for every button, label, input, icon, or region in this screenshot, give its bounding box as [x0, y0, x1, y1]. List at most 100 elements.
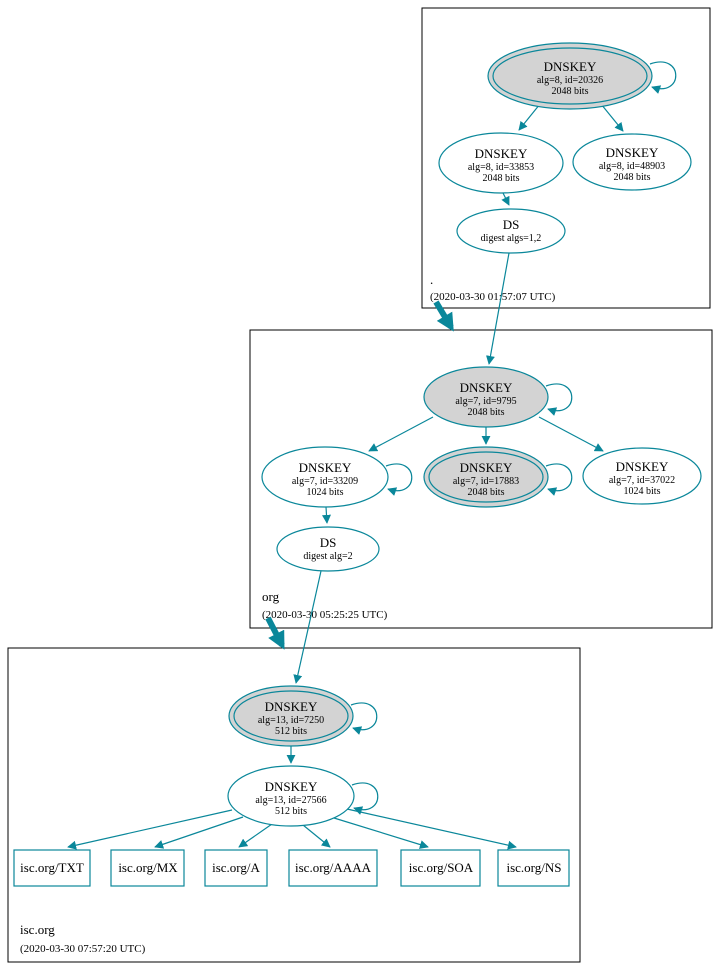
- dnskey-17883-title: DNSKEY: [460, 460, 513, 475]
- edge-27566-ns: [346, 808, 517, 850]
- edge-17883-selfloop: [545, 463, 573, 496]
- dnskey-9795-ellipse: [423, 366, 549, 428]
- node-ds-root[interactable]: DS digest algs=1,2: [456, 208, 566, 254]
- edge-27566-mx: [154, 816, 244, 849]
- rrset-soa-box: [400, 849, 481, 887]
- node-rrset-isc-org-ns[interactable]: isc.org/NS: [497, 849, 570, 887]
- dnskey-20326-inner-ring: [492, 47, 648, 105]
- rrset-aaaa-box: [288, 849, 378, 887]
- dnskey-33853-detail: alg=8, id=33853: [468, 162, 534, 173]
- dnskey-9795-bits: 2048 bits: [468, 407, 505, 418]
- edge-9795-37022: [538, 416, 604, 452]
- dnskey-48903-detail: alg=8, id=48903: [599, 161, 665, 172]
- dnskey-20326-title: DNSKEY: [544, 59, 597, 74]
- rrset-aaaa-label: isc.org/AAAA: [295, 860, 372, 875]
- ds-org-detail: digest alg=2: [303, 551, 352, 562]
- node-dnskey-7250[interactable]: DNSKEY alg=13, id=7250 512 bits: [228, 685, 354, 747]
- zone-name-isc-org: isc.org: [20, 922, 55, 937]
- dnskey-33209-bits: 1024 bits: [307, 487, 344, 498]
- node-dnskey-37022[interactable]: DNSKEY alg=7, id=37022 1024 bits: [582, 447, 702, 505]
- node-dnskey-9795[interactable]: DNSKEY alg=7, id=9795 2048 bits: [423, 366, 549, 428]
- dnskey-27566-ellipse: [227, 765, 355, 827]
- edge-27566-a: [238, 823, 273, 848]
- dnskey-37022-ellipse: [582, 447, 702, 505]
- dnskey-27566-bits: 512 bits: [275, 806, 307, 817]
- edge-7250-selfloop: [350, 702, 378, 735]
- rrset-mx-label: isc.org/MX: [118, 860, 178, 875]
- dnskey-33853-title: DNSKEY: [475, 146, 528, 161]
- edge-33209-ds: [322, 506, 331, 524]
- edge-33853-ds: [501, 192, 510, 206]
- node-rrset-isc-org-soa[interactable]: isc.org/SOA: [400, 849, 481, 887]
- node-dnskey-48903[interactable]: DNSKEY alg=8, id=48903 2048 bits: [572, 133, 692, 191]
- dnskey-20326-detail: alg=8, id=20326: [537, 75, 603, 86]
- dnskey-33209-title: DNSKEY: [299, 460, 352, 475]
- zone-name-root: .: [430, 272, 433, 287]
- ds-org-title: DS: [320, 535, 337, 550]
- ds-root-title: DS: [503, 217, 520, 232]
- dnskey-20326-outer-ring: [487, 42, 653, 110]
- edge-27566-soa: [333, 817, 429, 849]
- rrset-mx-box: [110, 849, 185, 887]
- node-rrset-isc-org-txt[interactable]: isc.org/TXT: [13, 849, 91, 887]
- node-dnskey-33853[interactable]: DNSKEY alg=8, id=33853 2048 bits: [438, 132, 564, 194]
- ds-org-ellipse: [276, 526, 380, 572]
- edge-20326-selfloop: [649, 61, 677, 94]
- dnskey-48903-ellipse: [572, 133, 692, 191]
- dnskey-20326-bits: 2048 bits: [552, 86, 589, 97]
- edge-33209-selfloop: [385, 463, 413, 496]
- edge-root-ds-to-org-ksk: [486, 252, 510, 365]
- zone-box-root: [421, 7, 711, 309]
- dnskey-33853-bits: 2048 bits: [483, 173, 520, 184]
- zone-name-org: org: [262, 589, 280, 604]
- dnskey-48903-bits: 2048 bits: [614, 172, 651, 183]
- dnskey-7250-bits: 512 bits: [275, 726, 307, 737]
- rrset-ns-label: isc.org/NS: [506, 860, 561, 875]
- dnskey-33853-ellipse: [438, 132, 564, 194]
- edge-org-ds-to-isc-ksk: [293, 570, 322, 684]
- edge-27566-txt: [67, 809, 233, 850]
- node-rrset-isc-org-mx[interactable]: isc.org/MX: [110, 849, 185, 887]
- edge-27566-aaaa: [302, 824, 331, 848]
- node-rrset-isc-org-aaaa[interactable]: isc.org/AAAA: [288, 849, 378, 887]
- node-ds-org[interactable]: DS digest alg=2: [276, 526, 380, 572]
- node-rrset-isc-org-a[interactable]: isc.org/A: [204, 849, 268, 887]
- rrset-a-label: isc.org/A: [212, 860, 260, 875]
- dnskey-37022-detail: alg=7, id=37022: [609, 475, 675, 486]
- dnskey-17883-outer-ring: [423, 446, 549, 508]
- dnskey-48903-title: DNSKEY: [606, 145, 659, 160]
- zone-box-isc-org: [7, 647, 581, 963]
- dnskey-17883-inner-ring: [428, 451, 544, 503]
- rrset-txt-label: isc.org/TXT: [20, 860, 84, 875]
- node-dnskey-33209[interactable]: DNSKEY alg=7, id=33209 1024 bits: [261, 446, 389, 508]
- dnskey-9795-detail: alg=7, id=9795: [455, 396, 516, 407]
- edge-delegation-root-org: [433, 300, 454, 332]
- edge-20326-48903: [600, 103, 624, 132]
- rrset-txt-box: [13, 849, 91, 887]
- dnskey-27566-detail: alg=13, id=27566: [255, 795, 326, 806]
- edge-delegation-org-isc: [265, 616, 285, 650]
- dnskey-33209-ellipse: [261, 446, 389, 508]
- edge-27566-selfloop: [351, 782, 379, 815]
- dnskey-7250-outer-ring: [228, 685, 354, 747]
- zone-box-org: [249, 329, 713, 629]
- dnskey-7250-detail: alg=13, id=7250: [258, 715, 324, 726]
- dnskey-37022-title: DNSKEY: [616, 459, 669, 474]
- dnskey-7250-inner-ring: [233, 690, 349, 742]
- zone-timestamp-org: (2020-03-30 05:25:25 UTC): [262, 609, 388, 621]
- rrset-soa-label: isc.org/SOA: [409, 860, 474, 875]
- zone-timestamp-isc-org: (2020-03-30 07:57:20 UTC): [20, 943, 146, 955]
- rrset-a-box: [204, 849, 268, 887]
- node-dnskey-17883[interactable]: DNSKEY alg=7, id=17883 2048 bits: [423, 446, 549, 508]
- node-dnskey-20326[interactable]: DNSKEY alg=8, id=20326 2048 bits: [487, 42, 653, 110]
- edge-20326-33853: [518, 103, 541, 131]
- dnskey-33209-detail: alg=7, id=33209: [292, 476, 358, 487]
- dnskey-17883-bits: 2048 bits: [468, 487, 505, 498]
- zone-timestamp-root: (2020-03-30 01:57:07 UTC): [430, 291, 556, 303]
- node-dnskey-27566[interactable]: DNSKEY alg=13, id=27566 512 bits: [227, 765, 355, 827]
- ds-root-ellipse: [456, 208, 566, 254]
- rrset-ns-box: [497, 849, 570, 887]
- dnskey-9795-title: DNSKEY: [460, 380, 513, 395]
